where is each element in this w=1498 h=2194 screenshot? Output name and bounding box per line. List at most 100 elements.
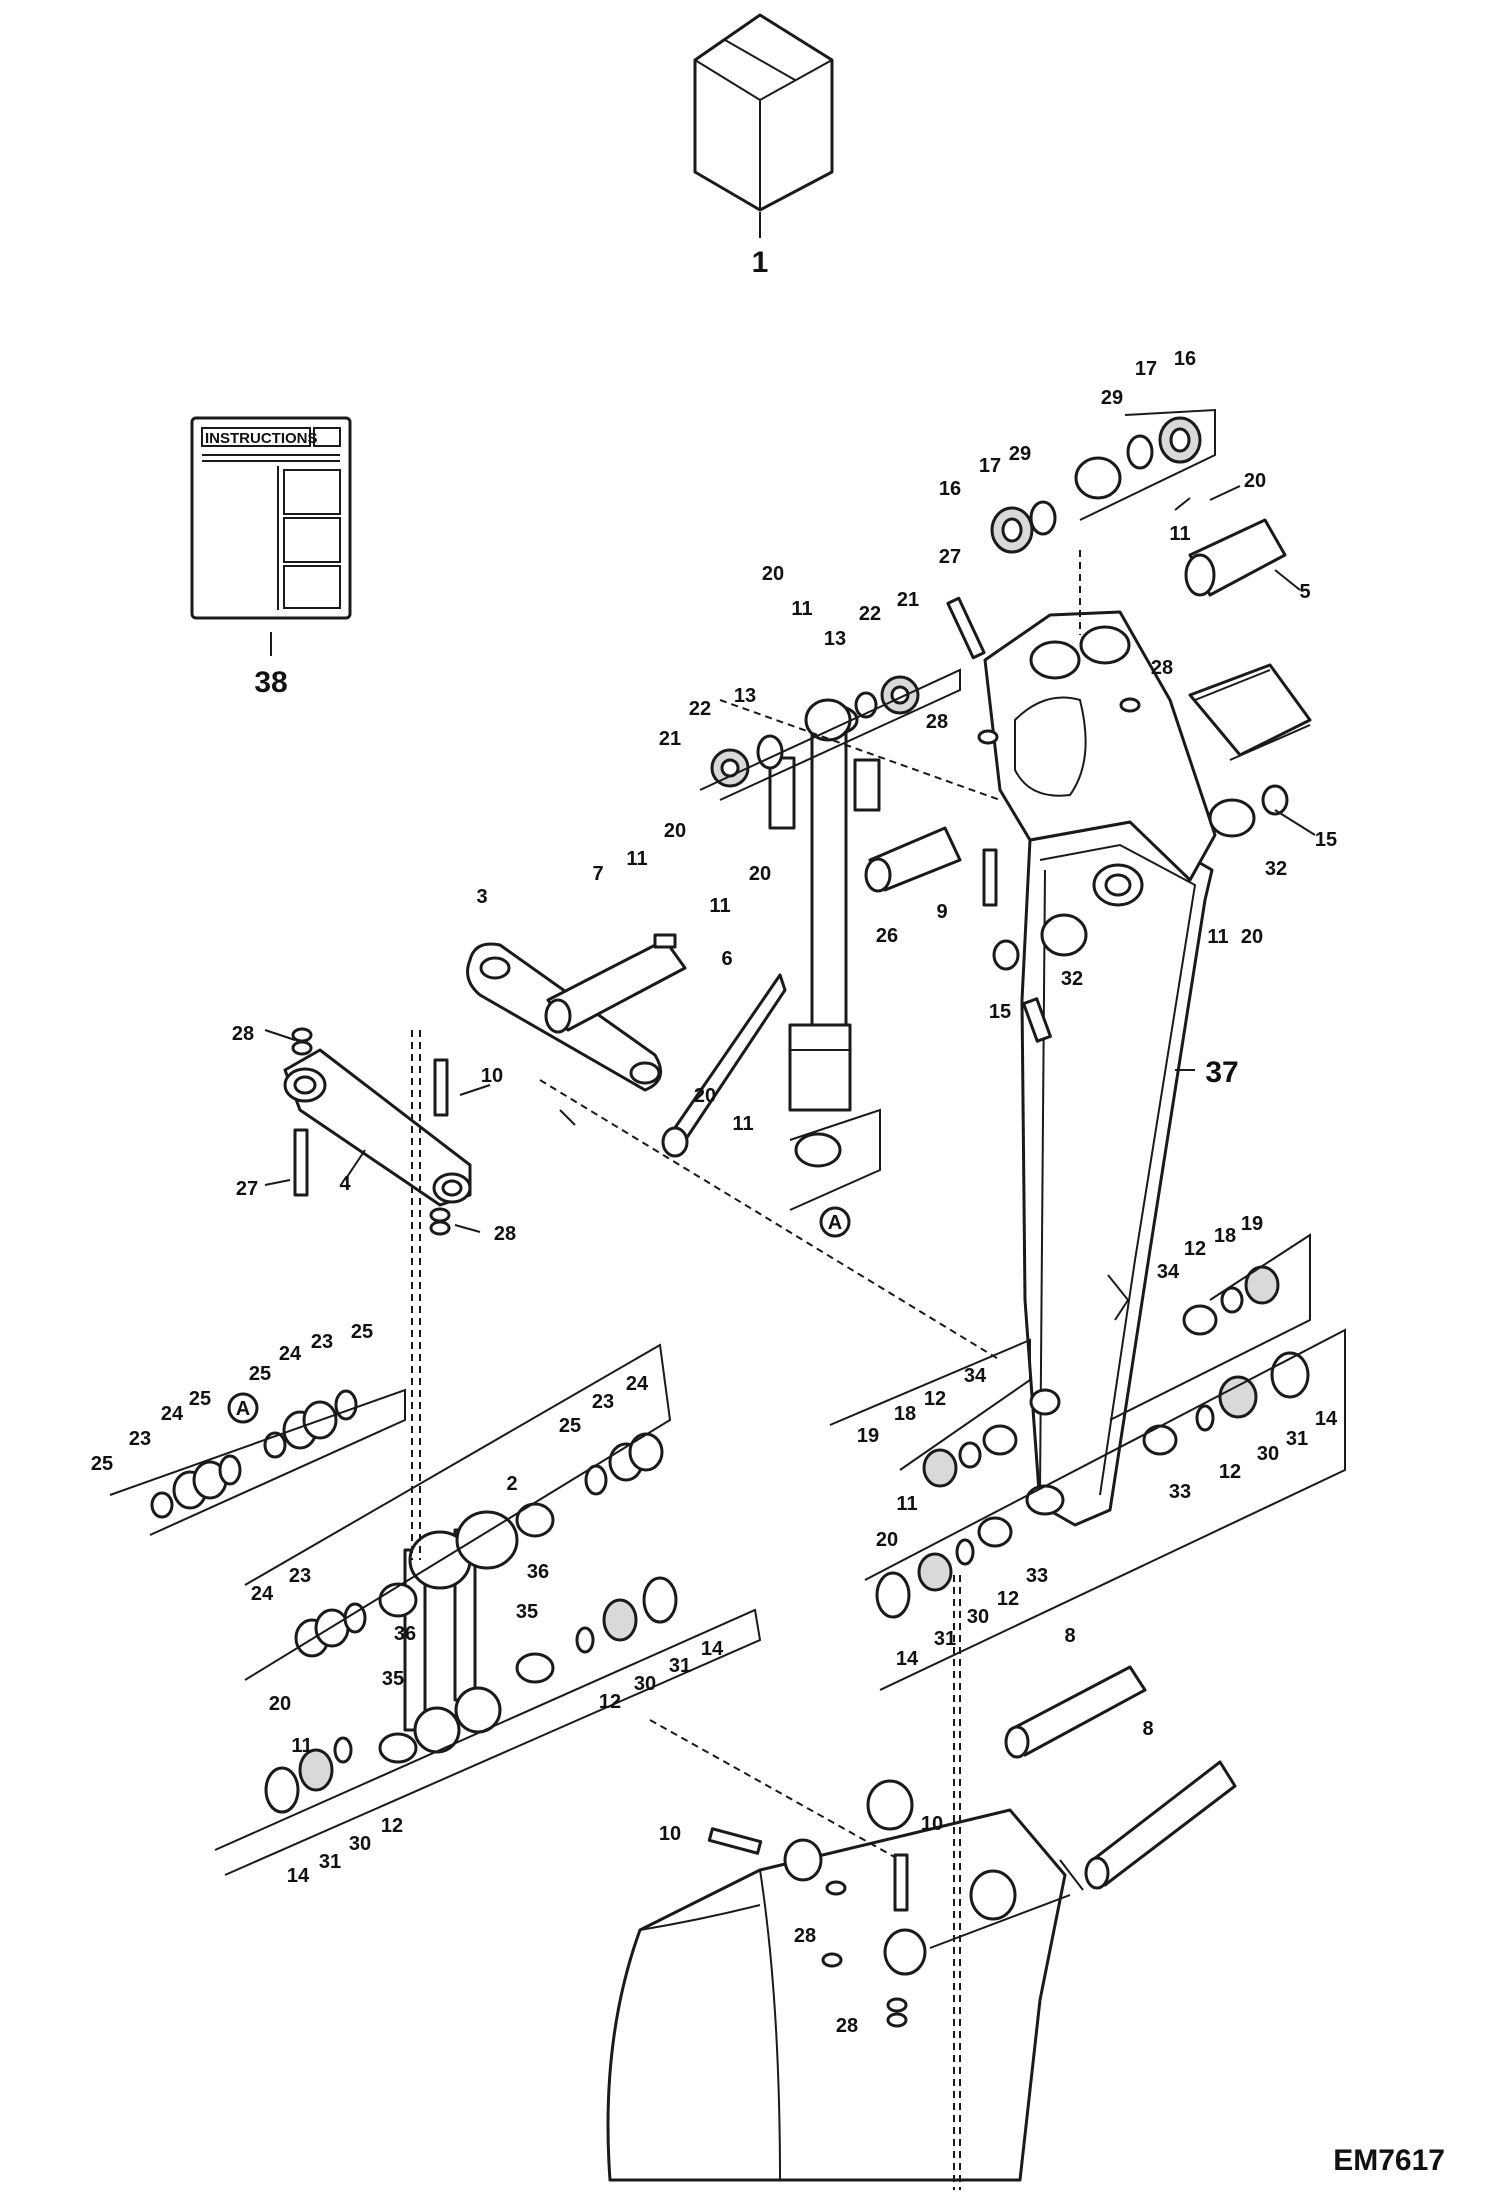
manual-title-text: INSTRUCTIONS (205, 430, 318, 447)
callout-21-a: 21 (897, 589, 919, 611)
callout-26: 26 (876, 925, 898, 947)
callout-10-c: 10 (921, 1813, 943, 1835)
callout-17-a: 17 (1135, 358, 1157, 380)
callout-18-a: 18 (1214, 1225, 1236, 1247)
callout-20-a: 20 (1244, 470, 1266, 492)
callout-22-a: 22 (859, 603, 881, 625)
explode-planes (109, 408, 1346, 1876)
callout-33-b: 33 (1026, 1565, 1048, 1587)
callout-20-h: 20 (269, 1693, 291, 1715)
callout-11-e: 11 (709, 895, 730, 917)
kit-box-part (693, 13, 834, 238)
callout-labels: 1 38 37 16 17 29 20 11 16 17 29 27 5 28 … (91, 246, 1338, 2037)
callout-3: 3 (476, 886, 487, 908)
figure-code: EM7617 (1333, 2144, 1445, 2177)
callout-33-a: 33 (1169, 1481, 1191, 1503)
callout-31-b: 31 (934, 1628, 956, 1650)
callout-20-f: 20 (694, 1085, 716, 1107)
callout-31-c: 31 (669, 1655, 691, 1677)
callout-32-a: 32 (1265, 858, 1287, 880)
callout-7: 7 (592, 863, 603, 885)
assembly-lines (411, 550, 1081, 2190)
callout-12-f: 12 (381, 1815, 403, 1837)
callout-9: 9 (936, 901, 947, 923)
callout-11-g: 11 (896, 1493, 917, 1515)
callout-36-b: 36 (394, 1623, 416, 1645)
callout-14-d: 14 (287, 1865, 310, 1887)
callout-27-a: 27 (939, 546, 961, 568)
callout-23-b: 23 (129, 1428, 151, 1450)
callout-28-b: 28 (926, 711, 948, 733)
callout-25-a: 25 (351, 1321, 373, 1343)
callout-13-a: 13 (824, 628, 846, 650)
bucket-part (606, 1779, 1071, 2182)
callout-23-a: 23 (311, 1331, 333, 1353)
callout-38: 38 (254, 666, 287, 699)
detail-a-label-2: A (236, 1398, 250, 1420)
callout-31-a: 31 (1286, 1428, 1308, 1450)
callout-21-b: 21 (659, 728, 681, 750)
callout-23-d: 23 (289, 1565, 311, 1587)
callout-15-a: 15 (1315, 829, 1337, 851)
detail-marker-a-1: A (819, 1206, 851, 1238)
callout-32-b: 32 (1061, 968, 1083, 990)
callout-4: 4 (339, 1173, 351, 1195)
callout-13-b: 13 (734, 685, 756, 707)
callout-12-c: 12 (1219, 1461, 1241, 1483)
callout-25-d: 25 (91, 1453, 113, 1475)
callout-11-f: 11 (732, 1113, 753, 1135)
fasteners-group (291, 596, 1141, 2028)
callout-1: 1 (752, 246, 769, 279)
callout-23-c: 23 (592, 1391, 614, 1413)
detail-marker-a-2: A (227, 1392, 259, 1424)
callout-25-b: 25 (249, 1363, 271, 1385)
callout-29-b: 29 (1009, 443, 1031, 465)
callout-25-c: 25 (189, 1388, 211, 1410)
callout-29-a: 29 (1101, 387, 1123, 409)
left-seal-stacks (150, 1389, 664, 1658)
callout-30-c: 30 (634, 1673, 656, 1695)
callout-28-e: 28 (494, 1223, 516, 1245)
callout-24-a: 24 (279, 1343, 302, 1365)
callout-37: 37 (1205, 1056, 1238, 1089)
callout-18-b: 18 (894, 1403, 916, 1425)
detail-a-label-1: A (828, 1212, 842, 1234)
callout-14-b: 14 (896, 1648, 919, 1670)
callout-27-b: 27 (236, 1178, 258, 1200)
callout-12-d: 12 (997, 1588, 1019, 1610)
callout-31-d: 31 (319, 1851, 341, 1873)
callout-35-a: 35 (516, 1601, 538, 1623)
instruction-manual-part: INSTRUCTIONS (190, 416, 352, 656)
callout-6: 6 (721, 948, 732, 970)
callout-10-a: 10 (481, 1065, 503, 1087)
callout-25-e: 25 (559, 1415, 581, 1437)
bushings-seals-right (875, 416, 1310, 1619)
callout-12-b: 12 (924, 1388, 946, 1410)
callout-16-a: 16 (1174, 348, 1196, 370)
callout-28-a: 28 (1151, 657, 1173, 679)
callout-12-a: 12 (1184, 1238, 1206, 1260)
callout-16-b: 16 (939, 478, 961, 500)
callout-11-b: 11 (791, 598, 812, 620)
bucket-cylinder-part (768, 704, 881, 1168)
callout-8-b: 8 (1142, 1718, 1153, 1740)
callout-11-c: 11 (1207, 926, 1228, 948)
arm-part (983, 610, 1217, 1527)
callout-2: 2 (506, 1473, 517, 1495)
callout-12-e: 12 (599, 1691, 621, 1713)
callout-30-a: 30 (1257, 1443, 1279, 1465)
callout-34-b: 34 (964, 1365, 987, 1387)
callout-15-b: 15 (989, 1001, 1011, 1023)
callout-8-a: 8 (1064, 1625, 1075, 1647)
callout-11-a: 11 (1169, 523, 1190, 545)
callout-11-d: 11 (626, 848, 647, 870)
callout-14-c: 14 (701, 1638, 724, 1660)
callout-34-a: 34 (1157, 1261, 1180, 1283)
callout-20-g: 20 (876, 1529, 898, 1551)
callout-20-c: 20 (1241, 926, 1263, 948)
part-2-assembly (264, 1502, 678, 1814)
callout-14-a: 14 (1315, 1408, 1338, 1430)
callout-5: 5 (1299, 581, 1310, 603)
callout-19-b: 19 (857, 1425, 879, 1447)
callout-10-b: 10 (659, 1823, 681, 1845)
